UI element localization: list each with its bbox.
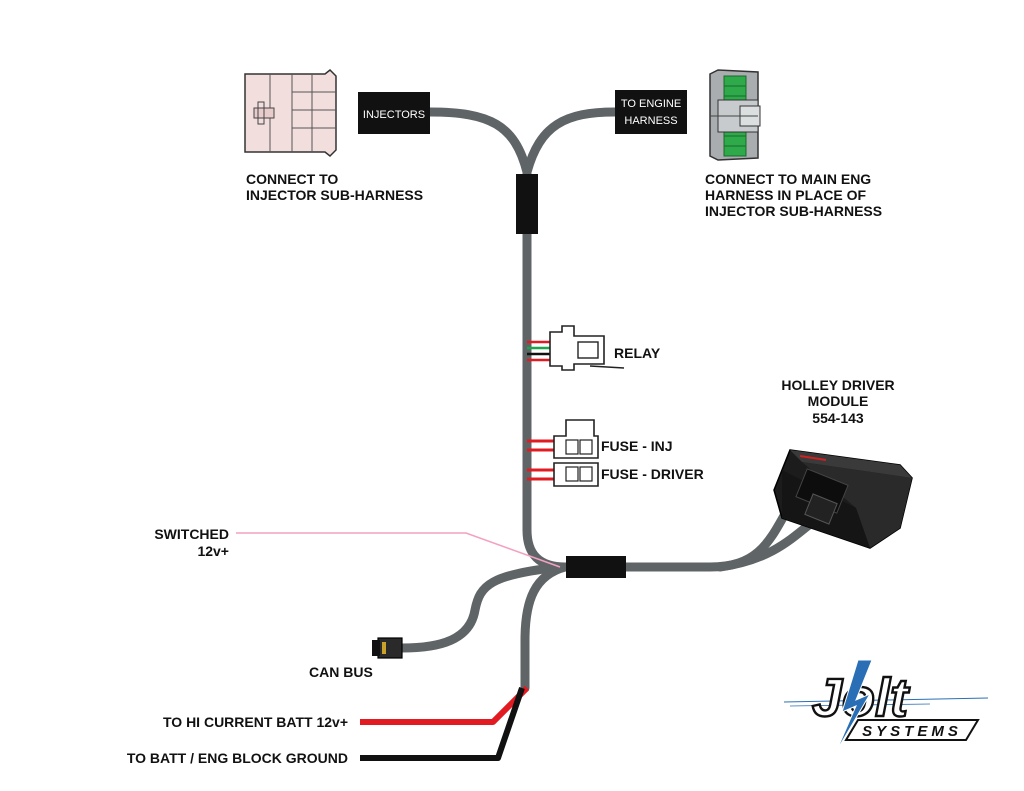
switched-label-line2: 12v+ [197,543,229,559]
ground-wire [360,687,525,761]
connect-main-line2: HARNESS IN PLACE OF [705,187,866,203]
harness-sleeve-lower [566,556,626,578]
module-label-line1: HOLLEY DRIVER [781,377,894,393]
module-label-line2: MODULE [808,393,869,409]
switched-wire [236,532,561,568]
main-harness [397,107,820,693]
harness-to-power [520,562,570,693]
engine-harness-tag-line1: TO ENGINE [621,98,681,110]
injector-connector [244,68,337,158]
harness-branch-engine [522,107,620,177]
connect-injector-line1: CONNECT TO [246,171,338,187]
injectors-tag [358,92,430,134]
connect-main-line1: CONNECT TO MAIN ENG [705,171,871,187]
hi-current-wire [360,685,530,725]
engine-harness-tag [615,90,687,134]
fuse-driver-label: FUSE - DRIVER [601,466,704,482]
connect-main-line3: INJECTOR SUB-HARNESS [705,203,882,219]
engine-harness-connector [709,69,761,161]
can-bus-label: CAN BUS [309,664,373,680]
can-bus-connector [372,637,403,659]
harness-to-canbus [397,562,565,653]
connect-injector-line2: INJECTOR SUB-HARNESS [246,187,423,203]
injectors-tag-label: INJECTORS [363,109,425,121]
harness-sleeve-upper [516,174,538,234]
engine-harness-tag-line2: HARNESS [624,115,677,127]
relay-label: RELAY [614,345,661,361]
switched-label-line1: SWITCHED [154,526,229,542]
jolt-systems-logo: Jolt SYSTEMS [783,659,989,753]
fuse-inj-label: FUSE - INJ [601,438,673,454]
module-label-line3: 554-143 [812,410,864,426]
holley-driver-module: HOLLEY DRIVER MODULE 554-143 [773,377,913,549]
harness-branch-injectors [425,107,532,177]
relay-connector [527,325,625,371]
fuse-inj [527,419,599,459]
logo-sub: SYSTEMS [862,723,962,740]
fuse-driver [527,462,599,487]
hi-current-label: TO HI CURRENT BATT 12v+ [163,714,348,730]
ground-label: TO BATT / ENG BLOCK GROUND [127,750,348,766]
